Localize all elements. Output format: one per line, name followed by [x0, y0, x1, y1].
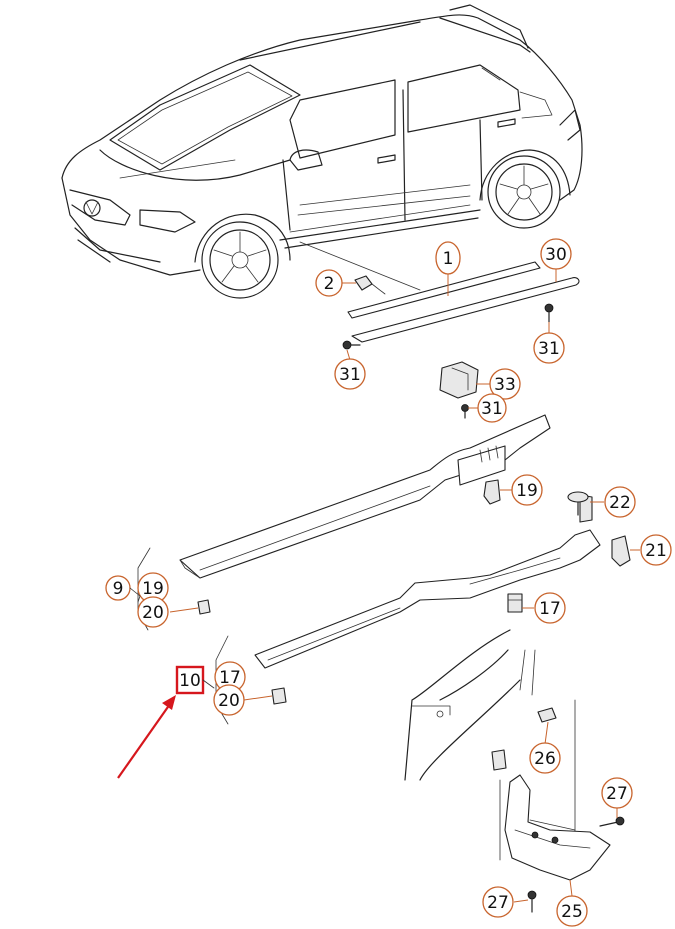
- callout-17-left: 17: [214, 661, 246, 693]
- callout-33: 33: [489, 368, 521, 400]
- screw-part-27-right: [599, 816, 625, 827]
- bracket-part-33: [439, 361, 479, 419]
- callout-21: 21: [640, 534, 672, 566]
- clip-part-21: [611, 535, 631, 567]
- callout-label: 9: [113, 579, 124, 599]
- callout-26: 26: [529, 742, 561, 774]
- callout-label: 22: [609, 493, 631, 513]
- upper-trim-strip-part-1: [347, 261, 541, 319]
- callout-31-left: 31: [334, 358, 366, 390]
- callout-label: 1: [443, 249, 454, 269]
- callout-label: 31: [339, 365, 361, 385]
- screw-part-27-lower: [527, 890, 537, 913]
- callout-19-lower: 19: [137, 572, 169, 604]
- callout-label: 21: [645, 541, 667, 561]
- callout-label: 19: [516, 481, 538, 501]
- callout-10-highlighted: 10: [175, 665, 205, 695]
- callout-label: 20: [218, 691, 240, 711]
- callout-31-right: 31: [533, 332, 565, 364]
- callout-20-lower: 20: [213, 684, 245, 716]
- callout-label: 31: [481, 399, 503, 419]
- clip-part-17-right: [507, 593, 523, 613]
- callout-22: 22: [604, 486, 636, 518]
- callout-1: 1: [435, 241, 461, 275]
- callout-30: 30: [540, 238, 572, 270]
- callout-label: 10: [179, 671, 201, 691]
- callout-label: 2: [324, 274, 335, 294]
- clip-part-20-upper: [197, 599, 211, 615]
- callout-group-brackets: [129, 587, 215, 689]
- callout-label: 33: [494, 375, 516, 395]
- lower-trim-strip-part-30: [351, 277, 580, 343]
- callout-leaders: [169, 268, 640, 903]
- screw-part-31-right: [544, 303, 554, 323]
- inner-sill-panel: [254, 494, 601, 669]
- highlight-arrow: [117, 695, 176, 779]
- callout-27-right: 27: [601, 777, 633, 809]
- bracket-part-25: [504, 774, 611, 881]
- callout-label: 25: [561, 902, 583, 922]
- outer-sill-panel: [179, 414, 551, 579]
- callout-label: 17: [219, 668, 241, 688]
- callout-label: 26: [534, 749, 556, 769]
- clip-part-2: [354, 275, 386, 295]
- callout-label: 27: [487, 893, 509, 913]
- callout-label: 27: [606, 784, 628, 804]
- callout-25: 25: [556, 895, 588, 927]
- callout-27-lower: 27: [482, 886, 514, 918]
- callout-label: 17: [539, 599, 561, 619]
- callout-label: 20: [142, 603, 164, 623]
- callout-9: 9: [105, 575, 131, 601]
- car-illustration: [61, 4, 583, 299]
- callout-label: 30: [545, 245, 567, 265]
- callout-31-bracket: 31: [477, 393, 507, 423]
- callout-2: 2: [315, 269, 343, 297]
- callout-label: 19: [142, 579, 164, 599]
- clip-part-26: [491, 707, 557, 771]
- clip-part-22: [567, 491, 589, 516]
- screw-part-31-left: [342, 340, 361, 350]
- callout-label: 31: [538, 339, 560, 359]
- clip-part-20-lower: [271, 687, 287, 705]
- callout-17-right: 17: [534, 592, 566, 624]
- callout-20-upper: 20: [137, 596, 169, 628]
- callout-19-upper: 19: [511, 474, 543, 506]
